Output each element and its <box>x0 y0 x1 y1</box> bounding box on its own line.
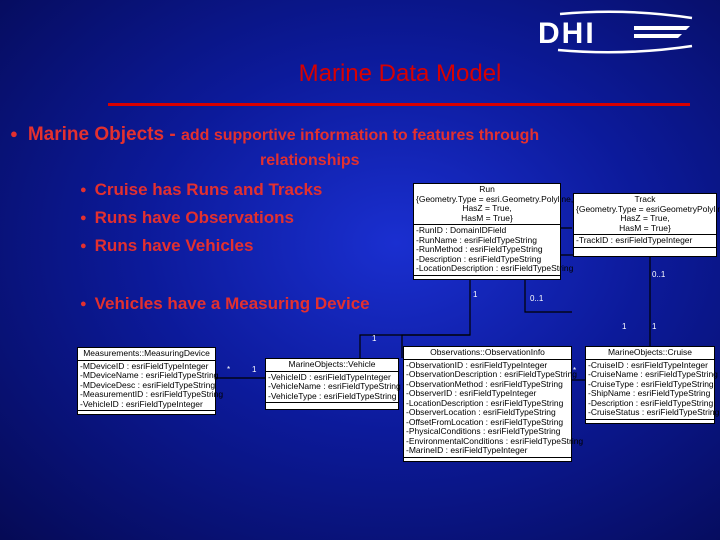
class-operations <box>266 403 398 409</box>
class-attributes: -RunID : DomainIDField -RunName : esriFi… <box>414 225 574 276</box>
multiplicity-run-cruise: 1 <box>622 322 627 331</box>
class-name: Run <box>479 184 495 194</box>
multiplicity-run-track: 0..1 <box>652 270 666 279</box>
class-vehicle: MarineObjects::Vehicle -VehicleID : esri… <box>265 358 401 410</box>
attribute: -RunID : DomainIDField <box>416 225 507 235</box>
attribute: -ShipName : esriFieldTypeString <box>588 388 711 398</box>
multiplicity-run-obs: 0..1 <box>530 294 544 303</box>
attribute: -CruiseType : esriFieldTypeString <box>588 378 714 389</box>
attribute: -EnvironmentalConditions : esriFieldType… <box>406 435 584 446</box>
class-name: Observations::ObservationInfo <box>430 347 545 357</box>
multiplicity-cruise-b: 1 <box>372 334 377 343</box>
class-cruise: MarineObjects::Cruise -CruiseID : esriFi… <box>585 346 720 424</box>
sub-bullet-text: Runs have Observations <box>94 208 294 227</box>
main-bullet-detail-2: relationships <box>260 152 360 169</box>
class-header: Measurements::MeasuringDevice <box>78 348 215 361</box>
sub-bullet: ● Runs have Vehicles <box>80 236 253 256</box>
attribute: -VehicleID : esriFieldTypeInteger <box>268 371 391 382</box>
class-attributes: -VehicleID : esriFieldTypeInteger -Vehic… <box>266 371 401 403</box>
multiplicity-md-star: * <box>227 365 231 374</box>
attribute: -ObservationDescription : esriFieldTypeS… <box>406 369 578 379</box>
class-attributes: -CruiseID : esriFieldTypeInteger -Cruise… <box>586 359 720 420</box>
class-name: MarineObjects::Cruise <box>607 347 693 357</box>
attribute: -CruiseName : esriFieldTypeString <box>588 369 718 379</box>
main-bullet-label: Marine Objects - <box>27 124 176 145</box>
sub-bullet-text: Vehicles have a Measuring Device <box>94 294 370 313</box>
class-operations <box>586 420 714 423</box>
main-bullet: ● Marine Objects - add supportive informa… <box>10 124 539 146</box>
attribute: -VehicleType : esriFieldTypeString <box>268 390 397 401</box>
attribute: -VehicleID : esriFieldTypeInteger <box>80 398 203 409</box>
attribute: -CruiseStatus : esriFieldTypeString <box>588 407 720 417</box>
class-name: Track <box>634 194 656 204</box>
attribute: -RunMethod : esriFieldTypeString <box>416 244 543 254</box>
attribute: -MDeviceDesc : esriFieldTypeString <box>80 379 216 390</box>
class-name: Measurements::MeasuringDevice <box>83 348 210 358</box>
class-operations <box>414 276 560 279</box>
bullet-icon: ● <box>80 184 87 196</box>
class-header: Track {Geometry.Type = esriGeometryPolyl… <box>574 194 720 235</box>
class-attributes: -MDeviceID : esriFieldTypeInteger -MDevi… <box>78 360 224 411</box>
multiplicity-run-vehicle: 1 <box>473 290 478 299</box>
bullet-icon: ● <box>80 298 87 310</box>
attribute: -PhysicalConditions : esriFieldTypeStrin… <box>406 426 561 436</box>
attribute: -MeasurementID : esriFieldTypeString <box>80 389 224 399</box>
bullet-icon: ● <box>10 126 18 141</box>
attribute: -ObserverLocation : esriFieldTypeString <box>406 407 556 417</box>
attribute: -RunName : esriFieldTypeString <box>416 234 537 245</box>
bullet-icon: ● <box>80 212 87 224</box>
class-header: Observations::ObservationInfo <box>404 347 571 360</box>
class-attributes: -TrackID : esriFieldTypeInteger <box>574 235 716 248</box>
class-tag: {Geometry.Type = esriGeometryPolyline, <box>576 203 720 214</box>
class-operations <box>78 411 215 414</box>
attribute: -MDeviceName : esriFieldTypeString <box>80 370 219 380</box>
multiplicity-veh-one: 1 <box>252 365 257 374</box>
class-tag: HasZ = True, <box>620 213 670 223</box>
class-track: Track {Geometry.Type = esriGeometryPolyl… <box>573 193 720 257</box>
sub-bullet: ● Runs have Observations <box>80 208 294 228</box>
class-name: MarineObjects::Vehicle <box>288 359 376 369</box>
attribute: -OffsetFromLocation : esriFieldTypeStrin… <box>406 416 564 427</box>
attribute: -TrackID : esriFieldTypeInteger <box>576 235 693 245</box>
class-header: MarineObjects::Cruise <box>586 347 714 360</box>
attribute: -Description : esriFieldTypeString <box>588 397 714 408</box>
multiplicity-veh-star: * <box>573 366 577 375</box>
attribute: -MDeviceID : esriFieldTypeInteger <box>80 360 209 371</box>
attribute: -ObservationID : esriFieldTypeInteger <box>406 359 548 370</box>
attribute: -MarineID : esriFieldTypeInteger <box>406 445 528 455</box>
class-tag: HasM = True} <box>619 222 671 233</box>
title-underline <box>108 103 690 106</box>
class-operations <box>404 458 571 461</box>
multiplicity-cruise-a: 1 <box>652 322 657 331</box>
dhi-logo: DHI <box>538 10 693 54</box>
attribute: -Description : esriFieldTypeString <box>416 253 542 264</box>
class-attributes: -ObservationID : esriFieldTypeInteger -O… <box>404 359 584 458</box>
class-tag: HasM = True} <box>461 212 513 223</box>
class-header: MarineObjects::Vehicle <box>266 359 398 372</box>
attribute: -LocationDescription : esriFieldTypeStri… <box>416 263 574 273</box>
sub-bullet: ● Cruise has Runs and Tracks <box>80 180 322 200</box>
sub-bullet: ● Vehicles have a Measuring Device <box>80 294 370 314</box>
attribute: -ObserverID : esriFieldTypeInteger <box>406 388 537 398</box>
bullet-icon: ● <box>80 240 87 252</box>
sub-bullet-text: Runs have Vehicles <box>94 236 254 255</box>
sub-bullet-text: Cruise has Runs and Tracks <box>94 180 323 199</box>
main-bullet-detail-1: add supportive information to features t… <box>180 127 540 144</box>
attribute: -LocationDescription : esriFieldTypeStri… <box>406 397 564 408</box>
class-tag: {Geometry.Type = esri.Geometry.Polyline, <box>416 193 574 204</box>
attribute: -CruiseID : esriFieldTypeInteger <box>588 359 708 370</box>
page-title: Marine Data Model <box>298 60 502 87</box>
logo-text: DHI <box>538 17 596 50</box>
class-operations <box>574 248 716 256</box>
class-run: Run {Geometry.Type = esri.Geometry.Polyl… <box>413 183 574 280</box>
class-measuring-device: Measurements::MeasuringDevice -MDeviceID… <box>77 347 224 415</box>
class-tag: HasZ = True, <box>462 203 512 213</box>
attribute: -ObservationMethod : esriFieldTypeString <box>406 378 563 389</box>
attribute: -VehicleName : esriFieldTypeString <box>268 381 401 391</box>
class-observation-info: Observations::ObservationInfo -Observati… <box>403 346 584 462</box>
class-header: Run {Geometry.Type = esri.Geometry.Polyl… <box>414 184 574 225</box>
